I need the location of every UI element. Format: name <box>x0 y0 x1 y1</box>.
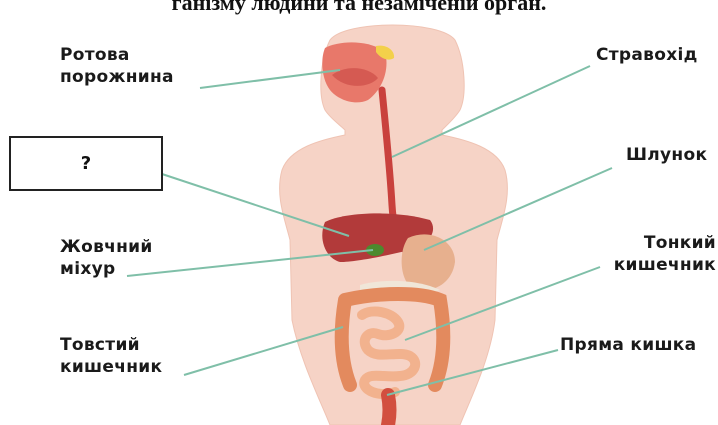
label-mouth: Ротова порожнина <box>60 44 174 88</box>
label-large-intestine: Товстий кишечник <box>60 334 162 378</box>
label-esophagus-line1: Стравохід <box>596 44 698 66</box>
leader-line-mouth <box>200 70 340 88</box>
label-large-intestine-line1: Товстий <box>60 334 162 356</box>
question-box: ? <box>9 136 163 191</box>
label-large-intestine-line2: кишечник <box>60 356 162 378</box>
label-small-intestine: Тонкий кишечник <box>600 232 716 276</box>
label-stomach: Шлунок <box>626 144 707 166</box>
label-small-intestine-line2: кишечник <box>600 254 716 276</box>
label-gallbladder: Жовчний міхур <box>60 236 153 280</box>
label-rectum: Пряма кишка <box>560 334 696 356</box>
label-gallbladder-line2: міхур <box>60 258 153 280</box>
label-mouth-line1: Ротова <box>60 44 174 66</box>
label-small-intestine-line1: Тонкий <box>600 232 716 254</box>
rectum <box>388 395 390 425</box>
label-gallbladder-line1: Жовчний <box>60 236 153 258</box>
label-stomach-line1: Шлунок <box>626 144 707 166</box>
label-mouth-line2: порожнина <box>60 66 174 88</box>
label-esophagus: Стравохід <box>596 44 698 66</box>
label-rectum-line1: Пряма кишка <box>560 334 696 356</box>
